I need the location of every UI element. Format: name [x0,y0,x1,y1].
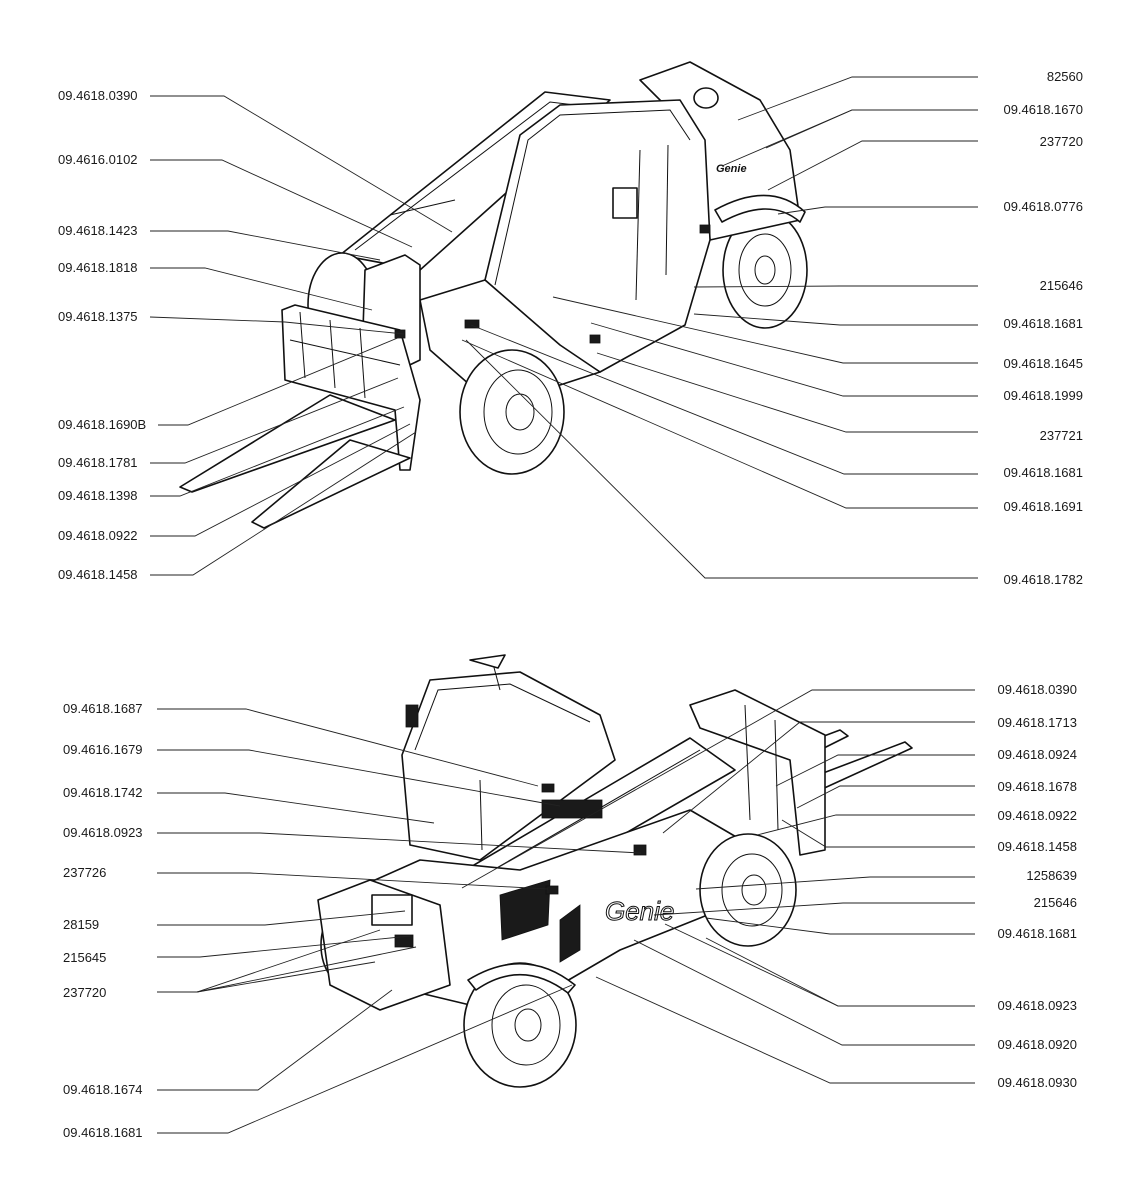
part-label: 09.4618.0390 [997,682,1077,697]
part-label: 237726 [63,865,106,880]
part-label: 82560 [1047,69,1083,84]
part-label: 09.4618.1999 [1003,388,1083,403]
part-label: 09.4618.1681 [1003,316,1083,331]
part-label: 09.4618.0923 [997,998,1077,1013]
part-label: 215646 [1034,895,1077,910]
part-label: 09.4618.1691 [1003,499,1083,514]
part-label: 09.4618.1818 [58,260,138,275]
part-label: 09.4618.0930 [997,1075,1077,1090]
telehandler-front-view: Genie [179,61,808,529]
part-label: 237720 [1040,134,1083,149]
part-label: 09.4618.0924 [997,747,1077,762]
part-label: 09.4618.1681 [997,926,1077,941]
part-label: 09.4618.1645 [1003,356,1083,371]
part-label: 09.4618.1713 [997,715,1077,730]
part-label: 237720 [63,985,106,1000]
part-label: 09.4618.1423 [58,223,138,238]
bottom-right-labels: 09.4618.0390 09.4618.1713 09.4618.0924 0… [997,682,1077,1090]
part-label: 28159 [63,917,99,932]
part-label: 09.4618.1781 [58,455,138,470]
part-label: 09.4618.1674 [63,1082,143,1097]
part-label: 09.4618.1398 [58,488,138,503]
part-label: 09.4618.0922 [58,528,138,543]
part-label: 09.4618.1458 [997,839,1077,854]
brand-logo: Genie [716,163,747,175]
part-label: 09.4618.1690B [58,417,146,432]
part-label: 09.4618.1678 [997,779,1077,794]
part-label: 09.4618.1458 [58,567,138,582]
part-label: 09.4618.0390 [58,88,138,103]
top-left-labels: 09.4618.0390 09.4616.0102 09.4618.1423 0… [58,88,146,582]
top-leader-lines [149,76,978,579]
part-label: 09.4618.0923 [63,825,143,840]
part-label: 09.4616.1679 [63,742,143,757]
part-label: 09.4618.1681 [1003,465,1083,480]
part-label: 237721 [1040,428,1083,443]
part-label: 09.4618.1782 [1003,572,1083,587]
brand-logo-large: Genie [605,896,674,926]
part-label: 215645 [63,950,106,965]
part-label: 09.4618.0922 [997,808,1077,823]
bottom-leader-lines [157,689,975,1134]
top-right-labels: 82560 09.4618.1670 237720 09.4618.0776 2… [1003,69,1083,587]
part-label: 09.4616.0102 [58,152,138,167]
part-label: 215646 [1040,278,1083,293]
part-label: 09.4618.1375 [58,309,138,324]
part-label: 09.4618.1670 [1003,102,1083,117]
part-label: 09.4618.0920 [997,1037,1077,1052]
part-label: 1258639 [1026,868,1077,883]
bottom-left-labels: 09.4618.1687 09.4616.1679 09.4618.1742 0… [63,701,143,1140]
part-label: 09.4618.1681 [63,1125,143,1140]
telehandler-rear-view: Genie [317,654,913,1088]
part-label: 09.4618.0776 [1003,199,1083,214]
part-label: 09.4618.1742 [63,785,143,800]
part-label: 09.4618.1687 [63,701,143,716]
